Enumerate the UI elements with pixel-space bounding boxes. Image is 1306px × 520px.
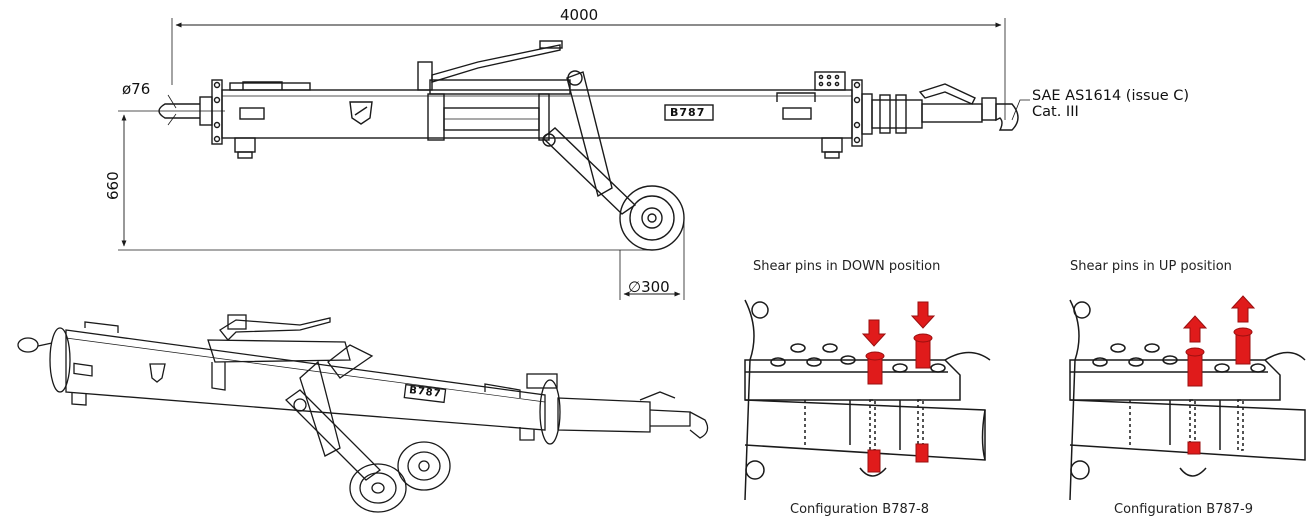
wheel-diameter-label: ∅300 xyxy=(628,278,670,296)
wheel-arm-upper xyxy=(566,71,613,198)
model-badge-iso xyxy=(403,383,447,404)
detail-up-caption: Configuration B787-9 xyxy=(1114,502,1253,517)
iso-main-tube xyxy=(65,329,546,431)
model-badge-top xyxy=(664,104,714,121)
iso-shield-logo-icon xyxy=(149,363,166,383)
side-view xyxy=(118,18,1030,300)
detail-down-title: Shear pins in DOWN position xyxy=(753,259,941,274)
arrow-up-icon xyxy=(1230,295,1256,323)
arrow-down-icon xyxy=(910,301,936,329)
isometric-view xyxy=(17,314,709,513)
height-dimension-label: 660 xyxy=(104,171,122,200)
coupling-note-line1: SAE AS1614 (issue C) xyxy=(1032,88,1190,104)
arrow-down-icon xyxy=(861,319,887,347)
eye-diameter-label: ø76 xyxy=(122,80,151,98)
arrow-up-icon xyxy=(1182,315,1208,343)
tow-eye xyxy=(158,103,200,119)
coupling-note-line2: Cat. III xyxy=(1032,104,1079,120)
pump-handle xyxy=(431,44,561,83)
wheel-arm-lower xyxy=(541,127,637,215)
length-dimension-label: 4000 xyxy=(560,6,599,24)
detail-down-caption: Configuration B787-8 xyxy=(790,502,929,517)
shield-logo-icon xyxy=(349,101,373,125)
iso-wheel-front xyxy=(397,441,451,491)
detail-view-down xyxy=(744,299,991,501)
detail-view-up xyxy=(1069,295,1306,501)
main-tube xyxy=(221,89,853,139)
detail-up-title: Shear pins in UP position xyxy=(1070,259,1232,274)
coupling-hook xyxy=(995,103,1019,131)
iso-wheel-rear xyxy=(349,463,407,513)
model-badge-top-text: B787 xyxy=(670,106,706,119)
